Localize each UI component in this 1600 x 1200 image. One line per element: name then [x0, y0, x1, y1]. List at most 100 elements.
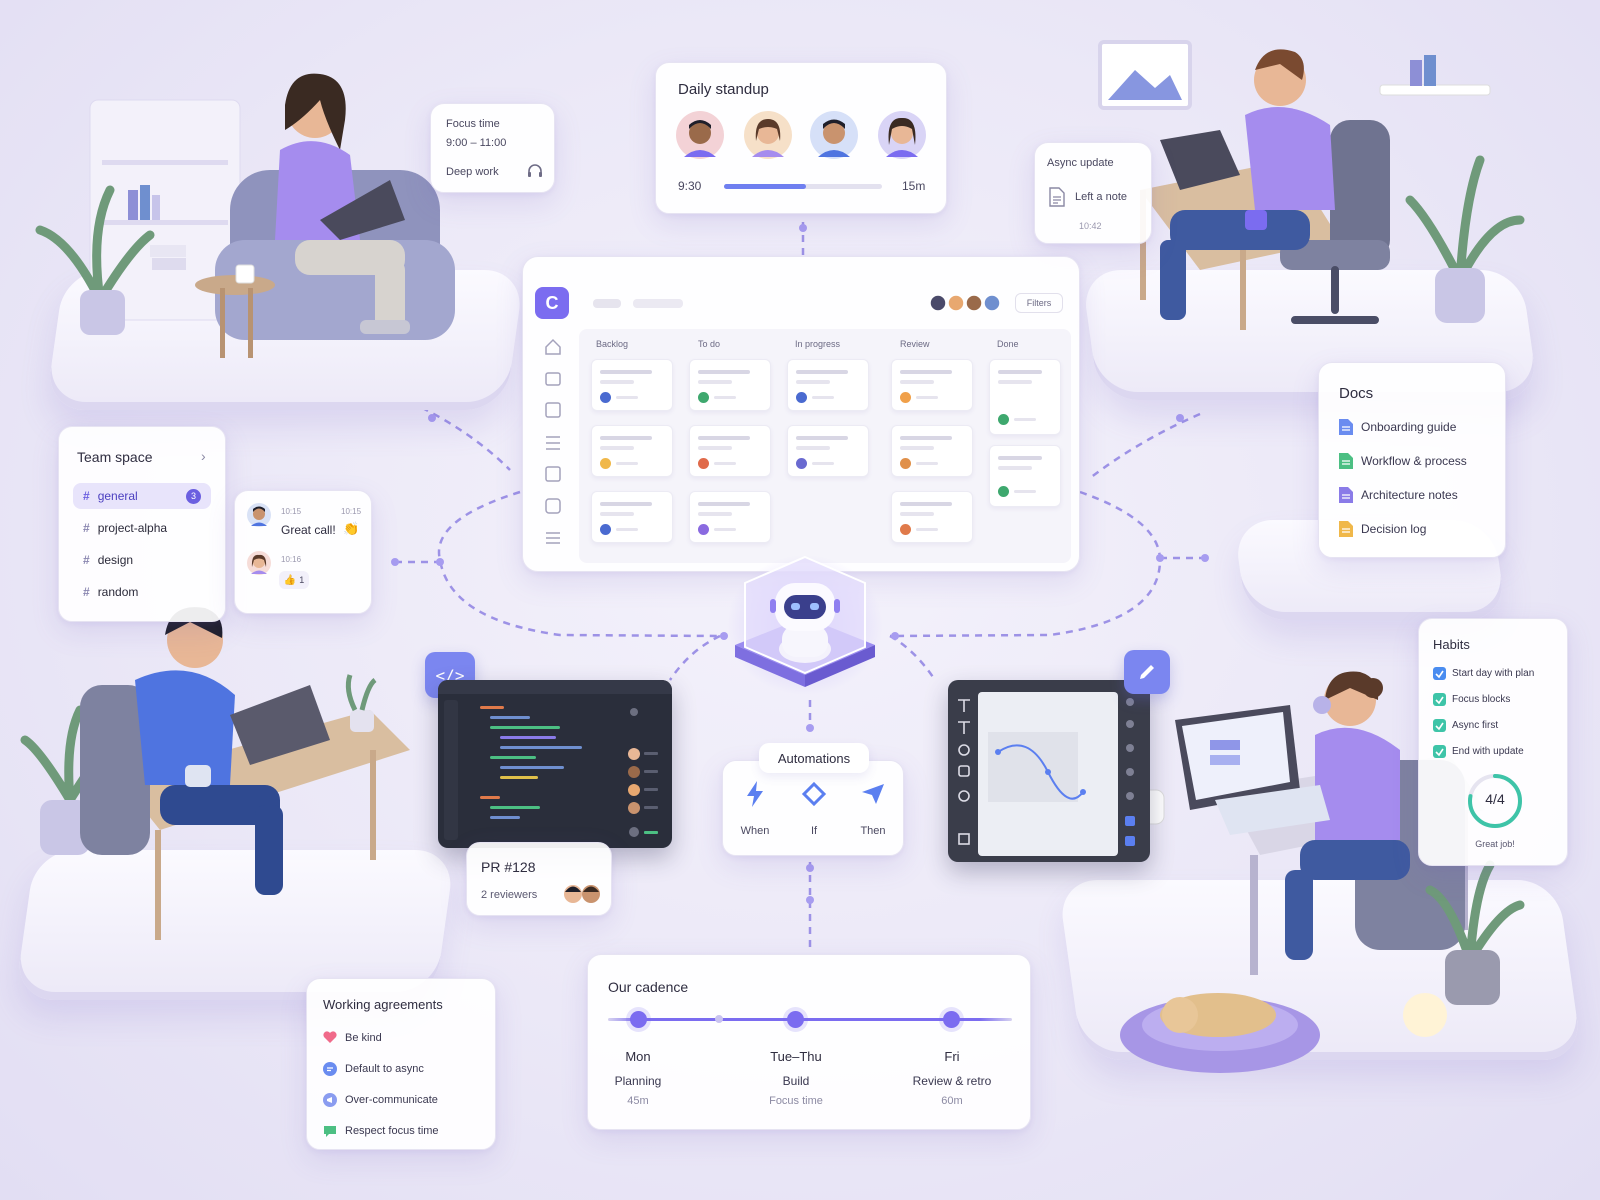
ellipse-tool-icon: [958, 744, 970, 756]
cadence-stop-mon[interactable]: [630, 1011, 647, 1028]
working-agreements-title: Working agreements: [323, 997, 443, 1012]
kanban-sidebar-icons[interactable]: [543, 337, 563, 547]
download-icon: [545, 466, 561, 482]
habit-item[interactable]: Focus blocks: [1433, 693, 1510, 706]
standup-progress-fill: [724, 184, 807, 189]
doc-item[interactable]: Decision log: [1339, 521, 1426, 537]
cadence-activity: Build: [782, 1074, 810, 1088]
pen-badge[interactable]: [1124, 650, 1170, 694]
cadence-stop-fri[interactable]: [943, 1011, 960, 1028]
app-logo[interactable]: C: [535, 287, 569, 319]
channel-design[interactable]: #design: [73, 547, 211, 573]
cadence-day: Fri: [944, 1049, 960, 1064]
reaction-chip[interactable]: 👍 1: [279, 571, 309, 589]
doc-label: Architecture notes: [1361, 488, 1458, 502]
heart-icon: [323, 1031, 337, 1043]
kanban-card[interactable]: [891, 425, 973, 477]
habit-item[interactable]: Start day with plan: [1433, 667, 1534, 680]
kanban-card[interactable]: [689, 491, 771, 543]
kanban-card[interactable]: [689, 359, 771, 411]
async-update-card[interactable]: Async update Left a note 10:42: [1034, 142, 1152, 244]
doc-item[interactable]: Onboarding guide: [1339, 419, 1456, 435]
speech-icon: [324, 1126, 336, 1137]
habit-item[interactable]: Async first: [1433, 719, 1498, 732]
kanban-card[interactable]: [891, 359, 973, 411]
cadence-activity: Review & retro: [912, 1074, 992, 1088]
toolbar-placeholder-2: [633, 299, 683, 308]
cadence-card: Our cadence Mon Planning 45m Tue–Thu Bui…: [587, 954, 1031, 1130]
working-agreements-card: Working agreements Be kind Default to as…: [306, 978, 496, 1150]
doc-file-icon: [1339, 419, 1353, 435]
agreement-label: Default to async: [345, 1063, 424, 1075]
channel-general[interactable]: # general 3: [73, 483, 211, 509]
kanban-members: [929, 294, 1001, 312]
design-layers-panel: [1125, 698, 1135, 846]
filters-button[interactable]: Filters: [1015, 293, 1063, 313]
focus-time-label: Focus time: [446, 118, 500, 130]
doc-label: Decision log: [1361, 522, 1427, 536]
async-update-time: 10:42: [1079, 221, 1102, 231]
agreement-item: Be kind: [323, 1031, 382, 1044]
chat-message-time: 10:16: [281, 555, 302, 564]
robot-assistant[interactable]: [727, 545, 883, 705]
habit-caption: Great job!: [1475, 839, 1515, 849]
column-title-in-progress: In progress: [795, 339, 841, 349]
automations-title-pill: Automations: [759, 743, 869, 773]
automations-card[interactable]: Automations Automations When If Then: [722, 743, 904, 856]
hash-icon: #: [83, 585, 90, 599]
kanban-card[interactable]: [891, 491, 973, 543]
home-icon: [545, 338, 561, 355]
agreement-item: Default to async: [323, 1062, 424, 1076]
habit-label: Async first: [1452, 720, 1499, 731]
kanban-card[interactable]: [689, 425, 771, 477]
checkbox-checked-icon: [1433, 667, 1446, 680]
channel-project-alpha[interactable]: #project-alpha: [73, 515, 211, 541]
diamond-icon: [801, 781, 827, 807]
unread-badge: 3: [186, 488, 201, 504]
channel-label: general: [97, 489, 138, 503]
design-toolbar[interactable]: [954, 698, 974, 848]
doc-item[interactable]: Workflow & process: [1339, 453, 1467, 469]
habit-item[interactable]: End with update: [1433, 745, 1524, 758]
kanban-card[interactable]: [989, 445, 1061, 507]
doc-item[interactable]: Architecture notes: [1339, 487, 1458, 503]
doc-label: Workflow & process: [1361, 454, 1467, 468]
focus-time-range: 9:00 – 11:00: [446, 137, 507, 149]
column-title-review: Review: [900, 339, 930, 349]
kanban-card[interactable]: [989, 359, 1061, 435]
bezier-curve: [988, 732, 1086, 802]
kanban-card[interactable]: [787, 425, 869, 477]
daily-standup-card[interactable]: Daily standup 9:30 15m: [655, 62, 947, 214]
hash-icon: #: [83, 489, 90, 503]
kanban-card[interactable]: [591, 425, 673, 477]
chevron-right-icon[interactable]: ›: [201, 448, 206, 464]
chat-message-text: Great call!: [281, 523, 336, 537]
checkbox-checked-icon: [1433, 745, 1446, 758]
chat-message-time: 10:15: [281, 507, 302, 516]
team-space-title: Team space: [77, 449, 153, 465]
pencil-icon: [1140, 665, 1154, 679]
kanban-card[interactable]: [591, 359, 673, 411]
channel-random[interactable]: #random: [73, 579, 211, 605]
focus-time-card: Focus time 9:00 – 11:00 Deep work: [430, 103, 555, 193]
toolbar-placeholder-1: [593, 299, 621, 308]
automation-step-if: If: [810, 825, 818, 837]
habit-label: Start day with plan: [1452, 668, 1535, 679]
channel-label: design: [97, 553, 134, 567]
megaphone-icon: [323, 1093, 337, 1107]
lightning-icon: [747, 781, 763, 807]
design-canvas[interactable]: [978, 692, 1118, 856]
calendar-icon: [545, 402, 561, 418]
habits-title: Habits: [1433, 637, 1470, 652]
async-update-note: Left a note: [1075, 191, 1127, 203]
pen-tool-icon: [958, 790, 970, 802]
pr-reviewers: 2 reviewers: [481, 889, 538, 901]
kanban-card[interactable]: [591, 491, 673, 543]
document-icon: [1049, 187, 1065, 207]
design-tool-window: [948, 680, 1150, 862]
cadence-detail: 60m: [941, 1095, 963, 1107]
pr-card[interactable]: PR #128 2 reviewers: [466, 842, 612, 916]
kanban-card[interactable]: [787, 359, 869, 411]
cadence-stop-tue-thu[interactable]: [787, 1011, 804, 1028]
clap-emoji: 👏: [343, 521, 360, 536]
